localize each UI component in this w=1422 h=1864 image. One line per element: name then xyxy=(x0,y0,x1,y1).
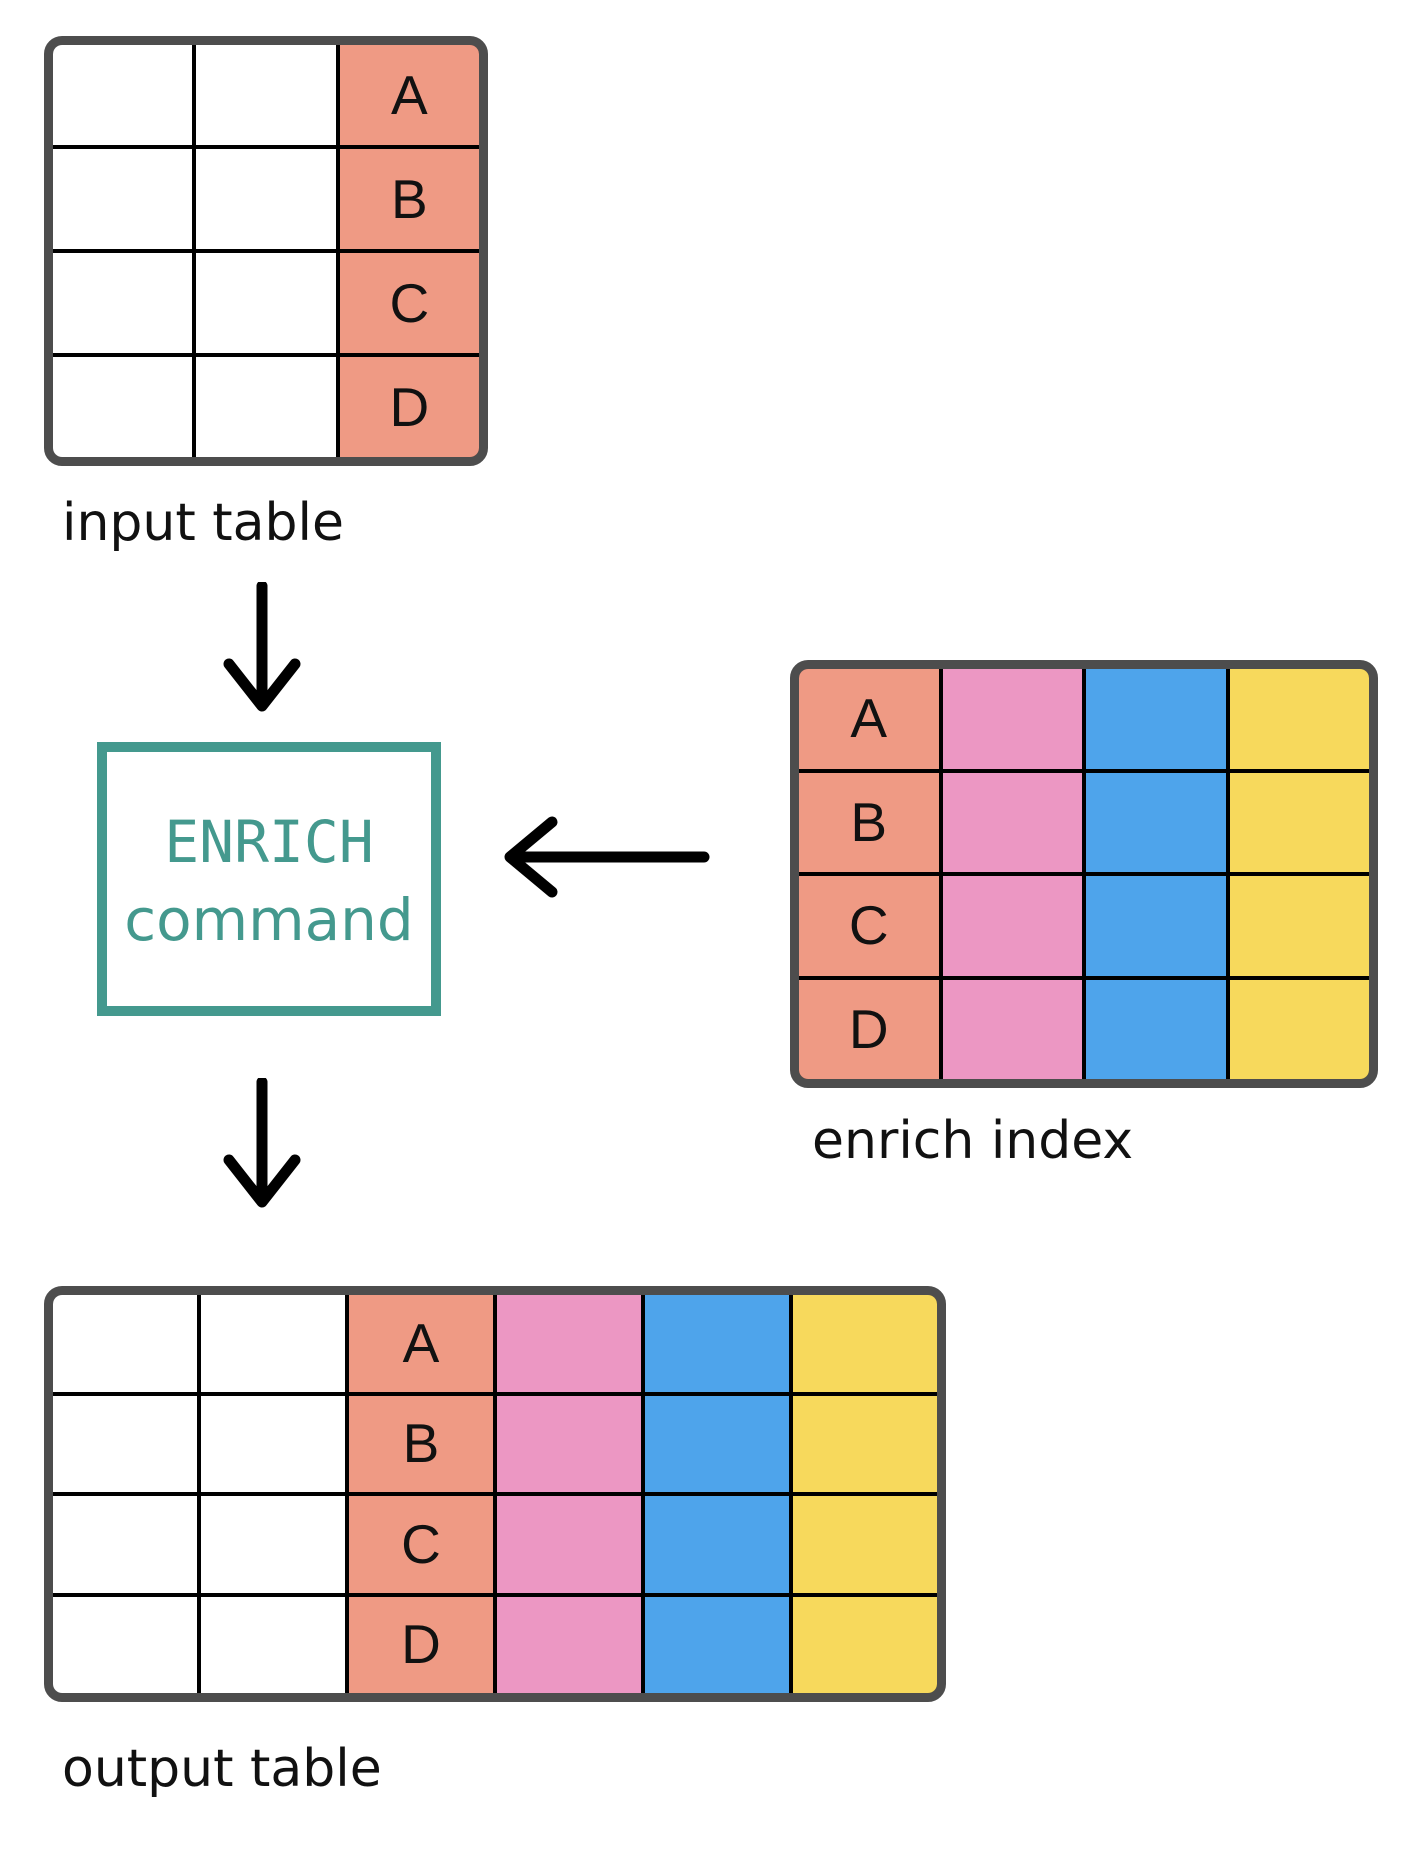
input-table-cell-r4-c2 xyxy=(196,357,336,457)
output-table-cell-r1-c1 xyxy=(53,1295,197,1392)
enrich-index-label: enrich index xyxy=(812,1111,1134,1171)
output-table-cell-r1-c3: A xyxy=(349,1295,493,1392)
output-table-cell-r4-c4 xyxy=(497,1596,641,1693)
enrich-index-cell-r4-c2 xyxy=(942,979,1082,1079)
input-table-cell-r1-c3: A xyxy=(339,45,479,145)
enrich-command-box: ENRICH command xyxy=(97,742,441,1016)
input-table-cell-r1-c2 xyxy=(196,45,336,145)
output-table-cell-r2-c4 xyxy=(497,1395,641,1492)
enrich-index-cell-r1-c2 xyxy=(942,669,1082,769)
input-table-cell-r3-c3: C xyxy=(339,253,479,353)
output-table-label: output table xyxy=(62,1739,382,1799)
enrich-index-cell-r3-c4 xyxy=(1229,876,1369,976)
input-table-cell-r2-c2 xyxy=(196,149,336,249)
enrich-index-cell-r4-c4 xyxy=(1229,979,1369,1079)
input-table-cell-r4-c3: D xyxy=(339,357,479,457)
output-table-cell-r1-c5 xyxy=(645,1295,789,1392)
enrich-index-cell-r3-c1: C xyxy=(799,876,939,976)
input-table-cell-r3-c2 xyxy=(196,253,336,353)
down-arrow-head xyxy=(223,658,301,712)
output-table-cell-r4-c6 xyxy=(793,1596,937,1693)
output-table-cell-r4-c2 xyxy=(201,1596,345,1693)
output-table-cell-r3-c2 xyxy=(201,1496,345,1593)
enrich-index-cell-r1-c1: A xyxy=(799,669,939,769)
enrich-index-cell-r4-c3 xyxy=(1086,979,1226,1079)
output-table-cell-r1-c4 xyxy=(497,1295,641,1392)
enrich-index-cell-r3-c2 xyxy=(942,876,1082,976)
output-table-cell-r2-c3: B xyxy=(349,1395,493,1492)
enrich-index-cell-r2-c4 xyxy=(1229,772,1369,872)
input-table-cell-r2-c1 xyxy=(53,149,193,249)
input-table-cell-r2-c3: B xyxy=(339,149,479,249)
enrich-index-cell-r2-c1: B xyxy=(799,772,939,872)
down-arrow-icon xyxy=(223,582,301,712)
input-table-cell-r3-c1 xyxy=(53,253,193,353)
output-table-cell-r2-c1 xyxy=(53,1395,197,1492)
output-table-cell-r2-c6 xyxy=(793,1395,937,1492)
output-table-cell-r3-c6 xyxy=(793,1496,937,1593)
output-table-cell-r2-c2 xyxy=(201,1395,345,1492)
output-table-cell-r3-c4 xyxy=(497,1496,641,1593)
output-table-cell-r2-c5 xyxy=(645,1395,789,1492)
output-table-cell-r3-c3: C xyxy=(349,1496,493,1593)
enrich-index-cell-r3-c3 xyxy=(1086,876,1226,976)
enrich-index-cell-r4-c1: D xyxy=(799,979,939,1079)
output-table-cell-r4-c1 xyxy=(53,1596,197,1693)
output-table-cell-r3-c5 xyxy=(645,1496,789,1593)
output-table-cell-r1-c6 xyxy=(793,1295,937,1392)
output-table-cell-r4-c3: D xyxy=(349,1596,493,1693)
enrich-index-cell-r2-c2 xyxy=(942,772,1082,872)
input-table-label: input table xyxy=(62,493,344,553)
enrich-index-cell-r1-c3 xyxy=(1086,669,1226,769)
enrich-command-keyword: ENRICH xyxy=(164,808,374,876)
output-table-cell-r3-c1 xyxy=(53,1496,197,1593)
enrich-index-cell-r1-c4 xyxy=(1229,669,1369,769)
output-table-cell-r4-c5 xyxy=(645,1596,789,1693)
down-arrow-icon xyxy=(223,1078,301,1208)
left-arrow-icon xyxy=(504,816,710,898)
enrich-index-cell-r2-c3 xyxy=(1086,772,1226,872)
input-table-cell-r1-c1 xyxy=(53,45,193,145)
down-arrow-head xyxy=(223,1154,301,1208)
input-table-cell-r4-c1 xyxy=(53,357,193,457)
output-table-cell-r1-c2 xyxy=(201,1295,345,1392)
left-arrow-head xyxy=(504,816,558,898)
enrich-command-word: command xyxy=(124,886,414,954)
